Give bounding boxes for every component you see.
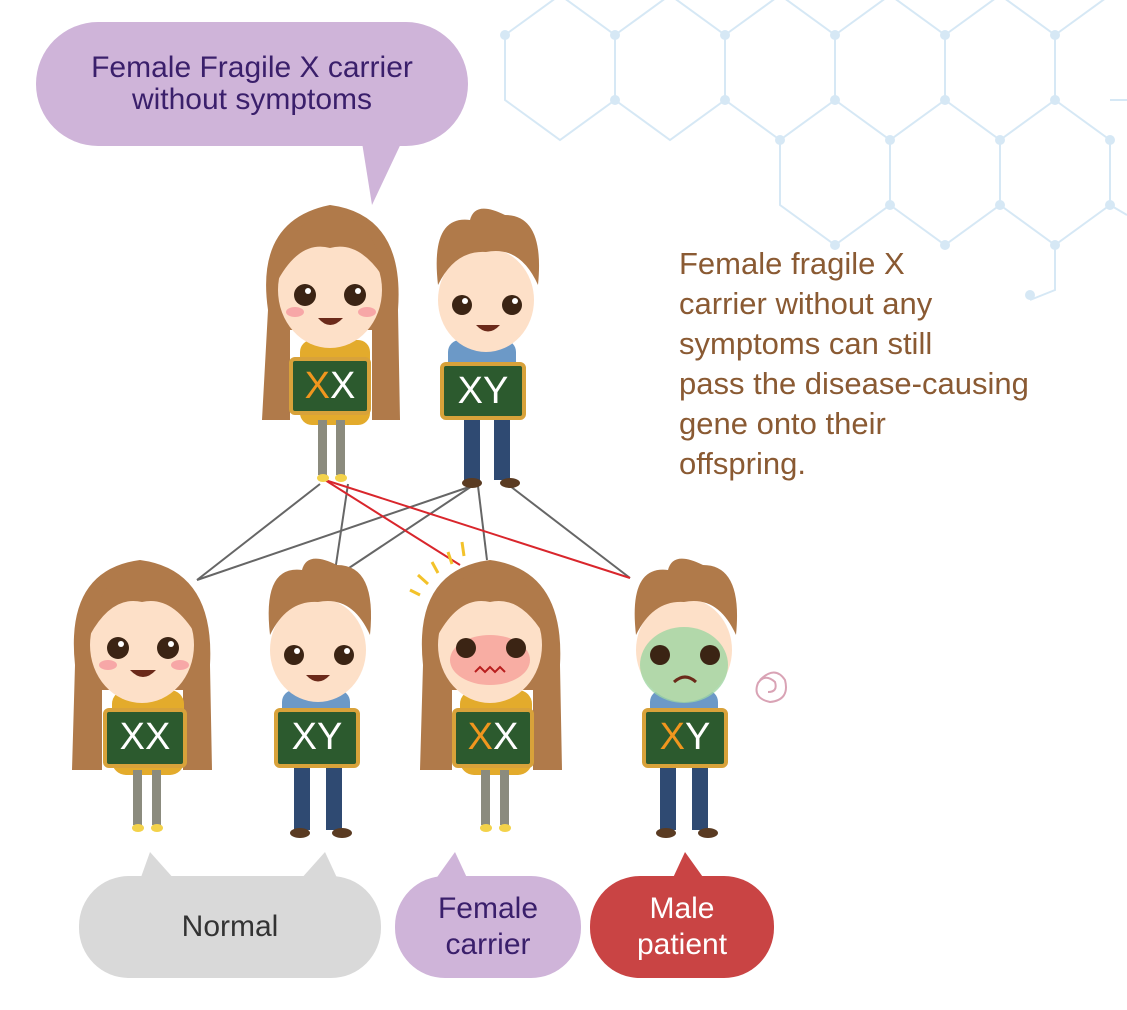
father-chromosome-y: Y: [483, 370, 508, 412]
child1-chromosome-board: XX: [103, 708, 187, 768]
description-line: gene onto their: [679, 404, 1099, 444]
father-figure: [437, 209, 539, 488]
line-mother-child3: [325, 480, 460, 565]
mother-chromosome-x1: X: [305, 365, 330, 407]
description-line: offspring.: [679, 444, 1099, 484]
description-line: carrier without any: [679, 284, 1099, 324]
description-line: pass the disease-causing: [679, 364, 1099, 404]
father-chromosome-x: X: [458, 370, 483, 412]
child2-chromosome-2: Y: [317, 716, 342, 758]
line-mother-child2: [334, 484, 348, 578]
male-patient-label-bubble: Male patient: [590, 876, 774, 978]
child1-chromosome-1: X: [120, 716, 145, 758]
child4-chromosome-board: XY: [642, 708, 728, 768]
female-carrier-label-line1: Female: [438, 891, 538, 927]
child3-figure: [410, 542, 562, 832]
carrier-speech-bubble: Female Fragile X carrier without symptom…: [36, 22, 468, 146]
child3-chromosome-1: X: [468, 716, 493, 758]
father-chromosome-board: XY: [440, 362, 526, 420]
mother-chromosome-board: XX: [289, 357, 371, 415]
line-father-child4: [510, 486, 630, 578]
child2-chromosome-board: XY: [274, 708, 360, 768]
child4-chromosome-2: Y: [685, 716, 710, 758]
description-text: Female fragile X carrier without any sym…: [679, 244, 1099, 484]
female-carrier-label-bubble: Female carrier: [395, 876, 581, 978]
child2-chromosome-1: X: [292, 716, 317, 758]
mother-figure: [262, 205, 400, 482]
child3-chromosome-board: XX: [452, 708, 534, 768]
description-line: symptoms can still: [679, 324, 1099, 364]
line-mother-child1: [197, 484, 320, 580]
child3-chromosome-2: X: [493, 716, 518, 758]
female-carrier-label-line2: carrier: [438, 927, 538, 963]
line-father-child3: [478, 486, 487, 560]
description-line: Female fragile X: [679, 244, 1099, 284]
child2-figure: [269, 559, 371, 838]
child1-chromosome-2: X: [145, 716, 170, 758]
male-patient-label-line2: patient: [637, 927, 727, 963]
male-patient-label-line1: Male: [637, 891, 727, 927]
dizzy-swirl-icon: [757, 673, 787, 703]
carrier-bubble-line2: without symptoms: [91, 84, 413, 116]
child1-figure: [72, 560, 212, 832]
child4-chromosome-1: X: [660, 716, 685, 758]
mother-chromosome-x2: X: [330, 365, 355, 407]
inheritance-lines: [197, 480, 630, 580]
carrier-bubble-line1: Female Fragile X carrier: [91, 52, 413, 84]
child4-figure: [635, 559, 786, 838]
normal-label-bubble: Normal: [79, 876, 381, 978]
normal-label: Normal: [182, 909, 279, 945]
